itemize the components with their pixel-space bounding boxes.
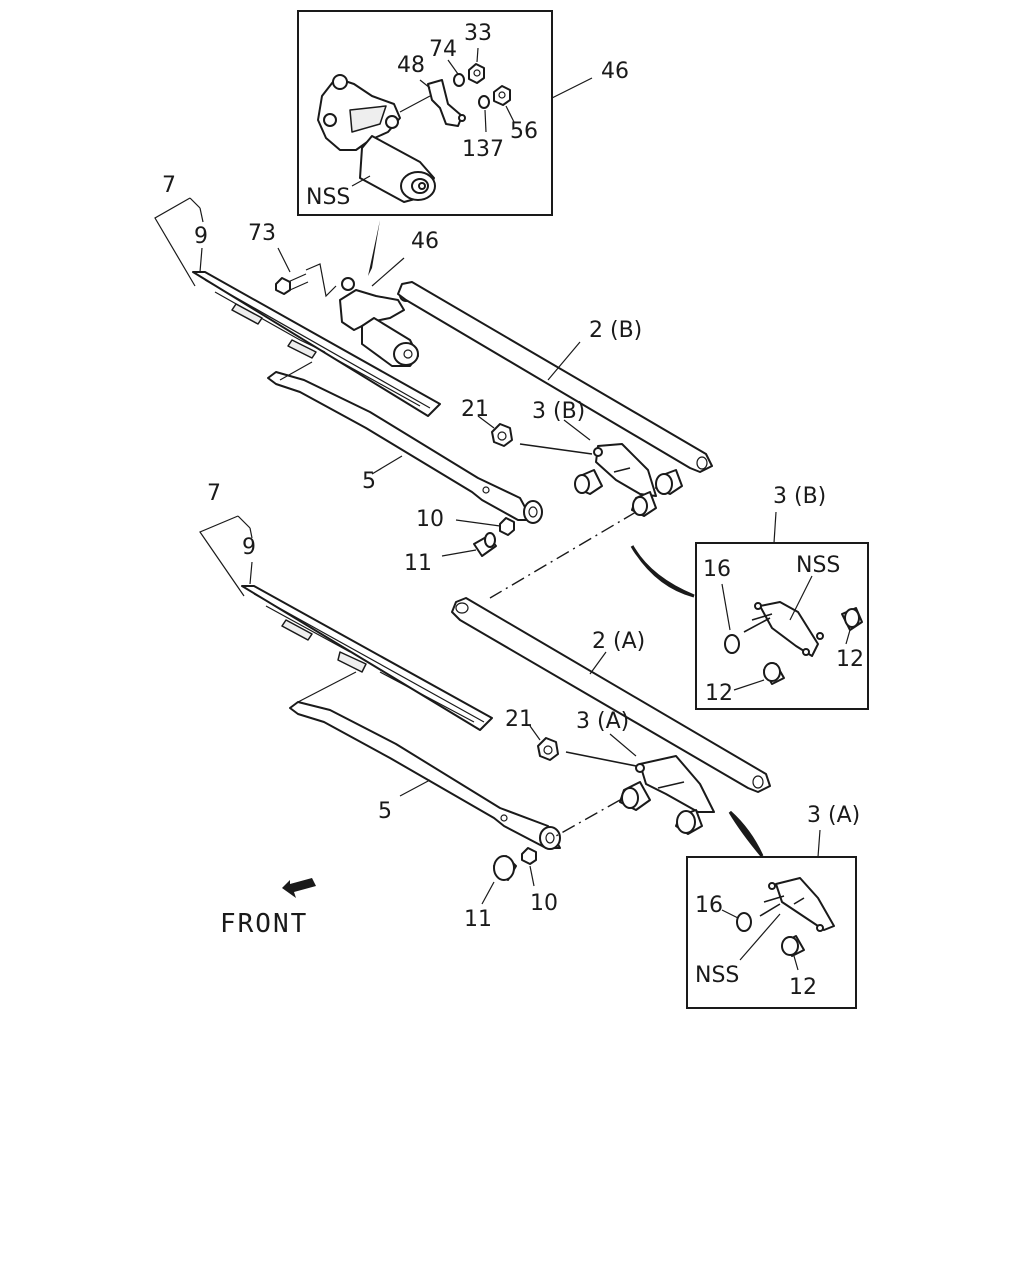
label-5-upper: 5 — [362, 469, 376, 494]
wiper-motor-small — [339, 277, 419, 367]
label-56: 56 — [510, 119, 538, 144]
label-nss-3a: NSS — [695, 963, 739, 988]
pivot-3b-drawing — [519, 443, 683, 517]
upper-assembly: 7 9 5 73 46 — [154, 173, 713, 576]
wiper-arm-upper — [267, 371, 533, 521]
label-46-inset: 46 — [601, 59, 629, 84]
label-3a-inset-title: 3 (A) — [807, 803, 860, 828]
label-48: 48 — [397, 53, 425, 78]
callout-wedge-3a — [728, 810, 764, 857]
bushing-16-3a-drawing — [736, 912, 752, 932]
motor-callout-wedge — [368, 220, 380, 276]
inset-3b: 3 (B) 16 NSS 12 12 — [695, 484, 869, 710]
nut-56-drawing — [493, 85, 511, 106]
motor-inset: 46 48 74 33 56 137 NSS — [297, 10, 629, 216]
label-7-lower: 7 — [207, 481, 221, 506]
label-11-upper: 11 — [404, 551, 432, 576]
label-9-upper: 9 — [194, 224, 208, 249]
wiper-motor-drawing — [317, 74, 436, 203]
label-2a: 2 (A) — [592, 629, 645, 654]
nut-10-upper-drawing — [499, 517, 515, 536]
front-arrow-icon — [282, 878, 316, 898]
label-9-lower: 9 — [242, 535, 256, 560]
label-21-upper: 21 — [461, 397, 489, 422]
bushing-16-3b-drawing — [724, 634, 740, 654]
label-nss-3b: NSS — [796, 553, 840, 578]
inset-3a: 3 (A) 16 NSS 12 — [686, 803, 860, 1009]
label-73: 73 — [248, 221, 276, 246]
label-10-lower: 10 — [530, 891, 558, 916]
label-46-upper: 46 — [411, 229, 439, 254]
label-12-3a: 12 — [789, 975, 817, 1000]
label-5-lower: 5 — [378, 799, 392, 824]
label-10-upper: 10 — [416, 507, 444, 532]
nut-10-lower-drawing — [521, 847, 537, 865]
label-74: 74 — [429, 37, 457, 62]
label-7-upper: 7 — [162, 173, 176, 198]
nut-21-upper-drawing — [491, 423, 513, 447]
bracket-48-drawing — [427, 79, 463, 127]
label-3b-inset-title: 3 (B) — [773, 484, 826, 509]
label-3b: 3 (B) — [532, 399, 585, 424]
front-label: FRONT — [220, 909, 308, 939]
label-11-lower: 11 — [464, 907, 492, 932]
label-21-lower: 21 — [505, 707, 533, 732]
link-rod-2b — [397, 281, 713, 473]
label-33: 33 — [464, 21, 492, 46]
label-2b: 2 (B) — [589, 318, 642, 343]
label-3a: 3 (A) — [576, 709, 629, 734]
nut-33-drawing — [468, 63, 485, 84]
label-12-3b-right: 12 — [836, 647, 864, 672]
label-12-3b-left: 12 — [705, 681, 733, 706]
bolt-73-drawing — [275, 277, 291, 295]
label-16-3a: 16 — [695, 893, 723, 918]
nut-21-lower-drawing — [537, 737, 559, 761]
lower-assembly: 7 9 2 (A) 5 3 (A) — [199, 481, 771, 932]
link-rod-2a — [451, 597, 771, 793]
front-indicator: FRONT — [220, 878, 316, 939]
pivot-3a-drawing — [565, 751, 715, 835]
washer-137-drawing — [478, 95, 490, 109]
label-nss-motor: NSS — [306, 185, 350, 210]
connector-line-upper — [489, 511, 637, 599]
label-137: 137 — [462, 137, 504, 162]
label-16-3b: 16 — [703, 557, 731, 582]
washer-74-drawing — [453, 73, 465, 87]
callout-wedge-3b — [630, 545, 695, 598]
connector-line-lower — [555, 799, 621, 837]
